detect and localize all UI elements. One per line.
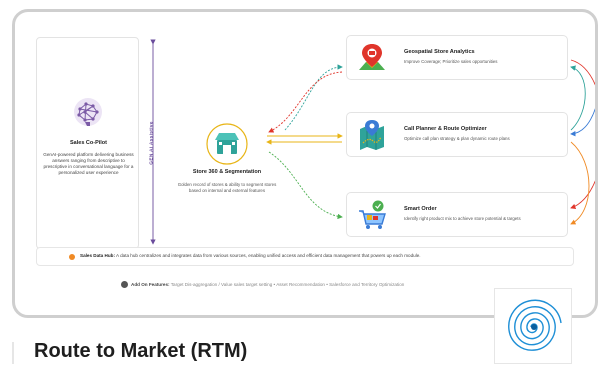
add-on-label: Add On Features: (131, 282, 170, 287)
sales-copilot-card: Sales Co-Pilot GenAI-powered platform de… (36, 37, 139, 249)
title-accent-bar (12, 342, 14, 364)
settings-icon (121, 280, 128, 288)
right-loop-red (570, 59, 595, 209)
store-icon (206, 123, 248, 165)
copilot-description: GenAI-powered platform delivering busine… (43, 152, 134, 175)
store-360-title: Store 360 & Segmentation (192, 169, 262, 175)
module-title: Geospatial Store Analytics (404, 49, 475, 55)
brain-network-icon (74, 98, 102, 126)
module-description: Identify right product mix to achieve st… (404, 216, 521, 221)
right-loop-teal (570, 65, 586, 131)
rtm-diagram-frame: Sales Co-Pilot GenAI-powered platform de… (12, 9, 598, 318)
connector-store-to-smart-order (268, 151, 343, 220)
connector-layer (150, 39, 595, 245)
copilot-title: Sales Co-Pilot (70, 140, 107, 146)
spiral-logo-icon (508, 299, 562, 351)
right-loop-blue (570, 107, 595, 137)
data-hub-description: A data hub centralizes and integrates da… (114, 253, 421, 258)
module-smart-order: Smart Order Identify right product mix t… (346, 192, 568, 237)
module-description: Improve Coverage; Prioritize sales oppor… (404, 59, 498, 64)
module-title: Smart Order (404, 206, 437, 212)
connector-store-to-geospatial (284, 64, 343, 131)
add-on-text: Target Dis-aggregation / Value sales tar… (169, 282, 405, 287)
add-on-features: Add On Features: Target Dis-aggregation … (131, 282, 404, 287)
connector-geospatial-to-store (268, 71, 343, 133)
map-pin-icon (359, 44, 385, 70)
shopping-cart-icon (359, 200, 386, 229)
spiral-logo (494, 288, 572, 364)
data-hub-label: Sales Data Hub: (80, 253, 115, 258)
module-title: Call Planner & Route Optimizer (404, 126, 487, 132)
route-map-icon (360, 120, 384, 150)
data-hub-icon (69, 254, 75, 260)
module-geospatial: Geospatial Store Analytics Improve Cover… (346, 35, 568, 80)
page-title: Route to Market (RTM) (34, 340, 248, 362)
right-loop-orange (570, 141, 590, 225)
store-360-description: Golden record of stores & ability to seg… (177, 182, 277, 193)
module-call-planner: Call Planner & Route Optimizer Optimize … (346, 112, 568, 157)
sales-data-hub-bar: Sales Data Hub: A data hub centralizes a… (36, 247, 574, 266)
module-description: Optimize call plan strategy & plan dynam… (404, 136, 510, 141)
data-hub-text: Sales Data Hub: A data hub centralizes a… (80, 253, 421, 258)
